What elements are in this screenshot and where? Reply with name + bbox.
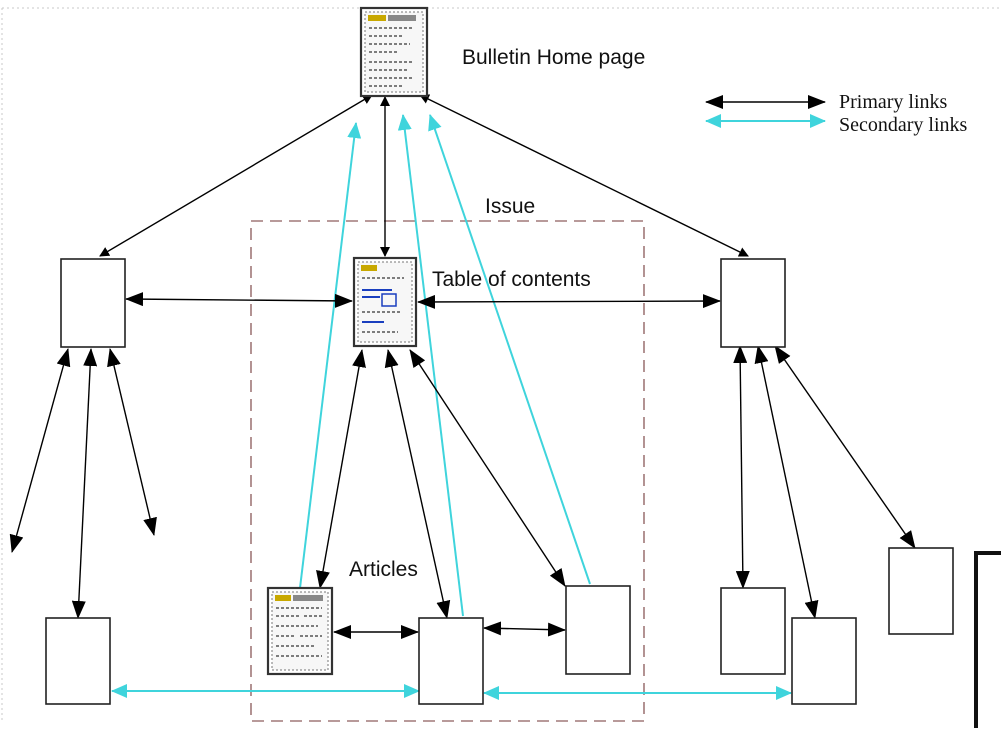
left-issue-page-node	[60, 258, 126, 348]
primary-link-article2-article3	[483, 621, 566, 637]
primary-link-home-left-issue	[99, 94, 373, 257]
legend-primary-label: Primary links	[839, 91, 948, 113]
article2-page-node	[418, 617, 484, 705]
left-child-page-node	[45, 617, 111, 705]
home-page-label: Bulletin Home page	[462, 46, 645, 69]
issue-label: Issue	[485, 195, 535, 218]
secondary-link-article1-home	[299, 122, 362, 589]
article3-page-node	[565, 585, 631, 675]
secondary-link-article2-home	[397, 114, 464, 617]
secondary-link-article3-home	[428, 114, 591, 585]
secondary-links	[111, 114, 792, 700]
right-child3-page-node	[888, 547, 954, 635]
primary-link-left-offpage1	[9, 348, 71, 553]
primary-link-toc-article3	[409, 349, 566, 587]
right-child1-page-node	[720, 587, 786, 675]
home-page-node	[359, 6, 429, 98]
primary-link-right-child2	[754, 345, 819, 619]
primary-link-home-right-issue	[419, 94, 749, 257]
primary-link-toc-article1	[316, 349, 366, 589]
primary-link-left-toc	[125, 292, 353, 308]
legend-secondary-label: Secondary links	[839, 114, 968, 136]
primary-link-left-child	[71, 348, 98, 619]
articles-label: Articles	[349, 558, 418, 581]
primary-link-left-offpage2	[107, 348, 157, 536]
cropped-box-right-edge	[974, 551, 1001, 728]
legend: Primary links Secondary links	[705, 91, 968, 136]
primary-link-right-child3	[774, 345, 916, 549]
toc-label: Table of contents	[432, 268, 591, 291]
primary-link-right-child1	[733, 345, 750, 589]
right-issue-page-node	[720, 258, 786, 348]
toc-page-node	[352, 256, 418, 348]
primary-links	[9, 94, 916, 639]
primary-link-toc-right	[417, 294, 721, 309]
article1-page-node	[266, 586, 334, 676]
right-child2-page-node	[791, 617, 857, 705]
